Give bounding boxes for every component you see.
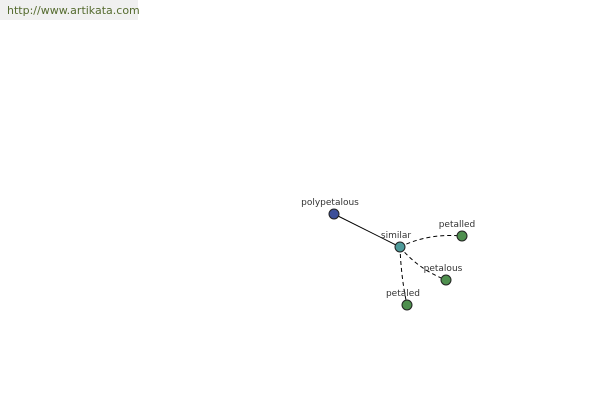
- node-petalous-label[interactable]: petalous: [424, 264, 463, 274]
- node-petaled[interactable]: petaled: [386, 289, 420, 311]
- node-petalous[interactable]: petalous: [424, 264, 463, 286]
- site-url-banner[interactable]: http://www.artikata.com: [0, 0, 140, 20]
- site-url-link[interactable]: http://www.artikata.com: [7, 4, 140, 17]
- node-similar-dot[interactable]: [394, 241, 406, 253]
- edge-polypetalous-similar: [333, 213, 401, 248]
- edge-similar-petaled: [399, 246, 408, 306]
- node-petaled-dot[interactable]: [401, 299, 413, 311]
- graph-nodes: polypetalous similar petalled petalous p…: [301, 198, 476, 311]
- node-petalled[interactable]: petalled: [439, 220, 476, 242]
- node-polypetalous-label[interactable]: polypetalous: [301, 198, 359, 208]
- node-polypetalous[interactable]: polypetalous: [301, 198, 359, 220]
- node-similar-label[interactable]: similar: [381, 231, 411, 241]
- node-petaled-label[interactable]: petaled: [386, 289, 420, 299]
- node-petalled-dot[interactable]: [456, 230, 468, 242]
- node-petalled-label[interactable]: petalled: [439, 220, 476, 230]
- node-polypetalous-dot[interactable]: [328, 208, 340, 220]
- node-similar[interactable]: similar: [381, 231, 411, 253]
- edge-similar-petalled: [399, 235, 463, 248]
- node-petalous-dot[interactable]: [440, 274, 452, 286]
